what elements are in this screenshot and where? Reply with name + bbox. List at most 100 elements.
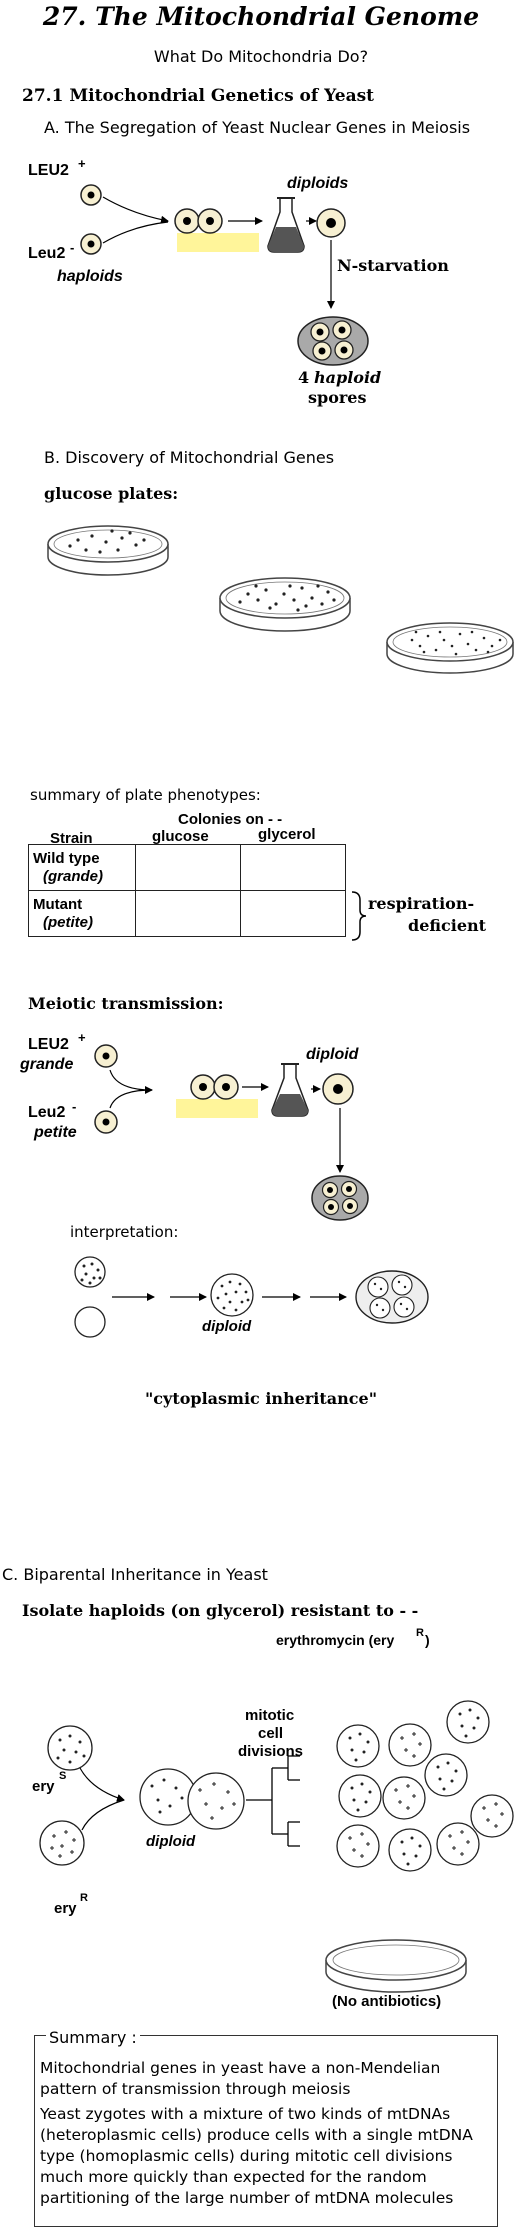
respiration-label: respiration- <box>368 894 475 913</box>
page-title: 27. The Mitochondrial Genome <box>42 2 480 31</box>
haploid-label: haploid <box>314 368 382 387</box>
glucose-cell <box>135 844 241 891</box>
table-row: Mutant(petite) <box>28 890 346 937</box>
merge-arrow-lower <box>102 221 169 244</box>
leu2-plus-label: LEU2 <box>28 162 69 179</box>
nucleus <box>206 217 214 225</box>
diploid-label-b: diploid <box>306 1046 359 1063</box>
summary-line: partitioning of the large number of mtDN… <box>40 2189 454 2207</box>
s-superscript: S <box>59 1770 67 1782</box>
glycerol-cell <box>240 890 346 937</box>
petite-label: petite <box>34 1124 77 1141</box>
nucleus <box>87 191 95 199</box>
right-brace <box>351 891 367 941</box>
petri-plate-2 <box>219 577 351 632</box>
nucleus <box>183 217 191 225</box>
interp-diploid-label: diploid <box>202 1318 252 1335</box>
mitotic-label-3: divisions <box>238 1743 304 1760</box>
strain-name: Wild type <box>33 849 100 867</box>
petri-plate-no-antibiotics <box>325 1939 467 1993</box>
nucleus <box>199 1083 207 1091</box>
dot-cell <box>336 1724 380 1768</box>
phenotype-summary-heading: summary of plate phenotypes: <box>30 786 261 804</box>
diploid-zygote-c <box>139 1768 245 1830</box>
four-label: 4 <box>298 368 310 387</box>
section-27-1-heading: 27.1 Mitochondrial Genetics of Yeast <box>22 86 375 106</box>
col-header-glucose: glucose <box>152 828 209 845</box>
nucleus <box>326 218 336 228</box>
ery-s-label: ery <box>32 1778 55 1795</box>
tetrad-spores <box>297 316 369 366</box>
leu2-minus-label-b: Leu2 <box>28 1104 66 1121</box>
summary-line: Mitochondrial genes in yeast have a non-… <box>40 2059 441 2077</box>
mitotic-label-1: mitotic <box>245 1707 295 1724</box>
dot-cell <box>388 1828 432 1872</box>
plus-superscript-b: + <box>78 1030 86 1045</box>
deficient-label: deficient <box>408 916 487 935</box>
minus-superscript-b: - <box>72 1099 77 1114</box>
zygote-highlight-b <box>176 1099 258 1118</box>
zygote-highlight <box>177 233 259 252</box>
haploids-label: haploids <box>57 268 123 285</box>
close-paren: ) <box>425 1632 430 1648</box>
mitotic-division-tree <box>246 1755 300 1847</box>
dot-cell <box>446 1700 490 1744</box>
plus-cell <box>336 1824 380 1868</box>
glucose-cell <box>135 890 241 937</box>
col-header-strain: Strain <box>50 830 93 847</box>
diploid-label-c: diploid <box>146 1833 196 1850</box>
merge-arrow-c-upper <box>79 1767 125 1802</box>
strain-type: (grande) <box>43 867 103 885</box>
r-superscript: R <box>416 1627 424 1639</box>
section-a-heading: A. The Segregation of Yeast Nuclear Gene… <box>44 118 471 137</box>
spores-label: spores <box>308 388 367 407</box>
glucose-plates-label: glucose plates: <box>44 484 179 503</box>
ery-r-label: ery <box>54 1900 77 1917</box>
phenotype-table: Wild type(grande) Mutant(petite) <box>28 844 346 937</box>
cytoplasmic-inheritance-label: "cytoplasmic inheritance" <box>144 1389 378 1408</box>
summary-line: type (homoplasmic cells) during mitotic … <box>40 2147 453 2165</box>
r-superscript-2: R <box>80 1892 88 1904</box>
plus-cell <box>388 1723 432 1767</box>
leu2-minus-label: Leu2 <box>28 245 66 262</box>
flask-icon <box>267 197 305 253</box>
tetrad-mito <box>355 1270 429 1324</box>
merge-arrow-c-lower <box>81 1799 125 1831</box>
merge-arrow-upper <box>102 196 169 224</box>
summary-line: much more quickly than expected for the … <box>40 2168 427 2186</box>
col-header-glycerol: glycerol <box>258 826 316 843</box>
plus-cell <box>436 1822 480 1866</box>
nucleus <box>333 1084 343 1094</box>
leu2-plus-label-b: LEU2 <box>28 1036 69 1053</box>
petite-mito-cell <box>74 1306 106 1338</box>
plus-superscript: + <box>78 156 86 171</box>
interpretation-label: interpretation: <box>70 1223 179 1241</box>
dot-cell <box>424 1753 468 1797</box>
section-b-heading: B. Discovery of Mitochondrial Genes <box>44 448 335 467</box>
dot-cell <box>338 1774 382 1818</box>
plus-cell <box>470 1794 514 1838</box>
no-antibiotics-label: (No antibiotics) <box>332 1993 442 2010</box>
merge-arrow-upper-b <box>109 1069 153 1094</box>
nucleus <box>102 1118 110 1126</box>
strain-cell: Mutant(petite) <box>28 890 136 937</box>
colonies-on-label: Colonies on - - <box>178 811 283 828</box>
isolate-label: Isolate haploids (on glycerol) resistant… <box>22 1601 419 1620</box>
summary-line: pattern of transmission through meiosis <box>40 2080 351 2098</box>
section-c-heading: C. Biparental Inheritance in Yeast <box>2 1565 268 1584</box>
grande-label: grande <box>20 1056 74 1073</box>
ery-r-cell <box>39 1820 85 1866</box>
tetrad-spores-b <box>311 1175 369 1221</box>
flask-icon <box>271 1063 309 1117</box>
page-subtitle: What Do Mitochondria Do? <box>153 47 369 66</box>
n-starvation-label: N-starvation <box>337 256 449 275</box>
meiotic-transmission-heading: Meiotic transmission: <box>28 994 224 1013</box>
erythromycin-label: erythromycin (ery <box>276 1632 395 1648</box>
summary-line: Yeast zygotes with a mixture of two kind… <box>40 2105 451 2123</box>
strain-cell: Wild type(grande) <box>28 844 136 891</box>
grande-mito-cell <box>74 1256 106 1288</box>
ery-s-cell <box>47 1725 93 1771</box>
nucleus <box>87 240 95 248</box>
petri-plate-3 <box>386 622 514 674</box>
